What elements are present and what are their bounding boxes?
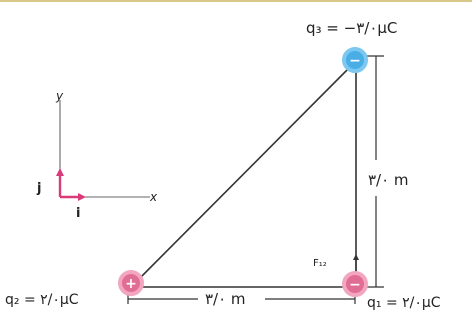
charge-q2-sign: + [125, 276, 137, 292]
charge-q1-label: q₁ = ۲/۰μC [367, 295, 441, 311]
y-axis-label: y [55, 89, 64, 103]
charge-q2-label: q₂ = ۲/۰μC [5, 292, 79, 308]
vertical-distance-label: ۳/۰ m [368, 171, 409, 189]
charge-q3-sign: − [349, 53, 361, 69]
i-unit-vector-arrowhead [78, 193, 86, 201]
charge-q3-circle [342, 47, 368, 73]
charge-q3: − [342, 47, 368, 73]
charge-q2-circle [118, 270, 144, 296]
charge-q1-circle [342, 271, 368, 297]
j-hat-label: j [36, 181, 41, 196]
charge-q1: − [342, 271, 368, 297]
force-arrowhead [353, 254, 359, 260]
force-label: F₁₂ [313, 258, 327, 269]
horizontal-distance-label: ۳/۰ m [205, 290, 246, 308]
charge-q3-label: q₃ = −۳/۰μC [306, 19, 397, 37]
j-unit-vector-arrowhead [56, 168, 64, 176]
charge-q1-sign: − [349, 277, 361, 293]
top-border [0, 0, 472, 2]
hypotenuse-line [132, 61, 356, 286]
x-axis-label: x [149, 190, 158, 204]
i-hat-label: i [76, 206, 80, 221]
charge-q2: + [118, 270, 144, 296]
